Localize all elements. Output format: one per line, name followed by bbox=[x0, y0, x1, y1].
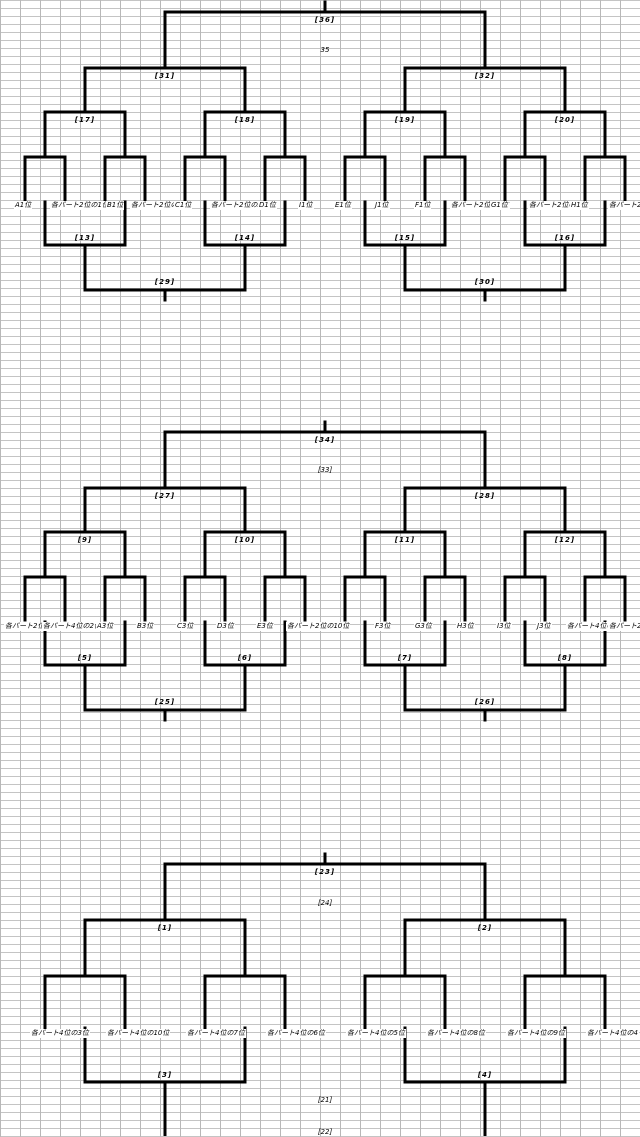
match-number: [26] bbox=[474, 698, 496, 706]
seed-slot: C3位 bbox=[176, 622, 195, 631]
match-number: [17] bbox=[74, 116, 96, 124]
seed-slot: 各パート4位の10位 bbox=[106, 1029, 171, 1038]
seed-slot: B1位 bbox=[106, 201, 125, 210]
seed-slot: 各パート2位の2位 bbox=[528, 201, 588, 210]
match-number: [18] bbox=[234, 116, 256, 124]
seed-slot: E3位 bbox=[256, 622, 274, 631]
seed-slot: J1位 bbox=[374, 201, 390, 210]
match-note: 35 bbox=[320, 46, 330, 54]
seed-slot: 各パート4位の8位 bbox=[426, 1029, 486, 1038]
seed-slot: 各パート4位の3位 bbox=[30, 1029, 90, 1038]
seed-slot: C1位 bbox=[174, 201, 193, 210]
seed-slot: 各パート4位の5位 bbox=[346, 1029, 406, 1038]
seed-slot: H1位 bbox=[570, 201, 589, 210]
match-number: [31] bbox=[154, 72, 176, 80]
seed-slot: 各パート2 bbox=[608, 201, 640, 210]
seed-slot: 各パート2位の bbox=[4, 622, 53, 631]
seed-slot: I3位 bbox=[496, 622, 512, 631]
seed-slot: 各パート2位の3位 bbox=[210, 201, 270, 210]
seed-slot: A3位 bbox=[96, 622, 115, 631]
match-number: [13] bbox=[74, 234, 96, 242]
match-number: [6] bbox=[237, 654, 253, 662]
seed-slot: G1位 bbox=[490, 201, 509, 210]
seed-slot: E1位 bbox=[334, 201, 352, 210]
match-number: [19] bbox=[394, 116, 416, 124]
match-number: [29] bbox=[154, 278, 176, 286]
seed-slot: H3位 bbox=[456, 622, 475, 631]
match-number: [22] bbox=[317, 1128, 333, 1136]
seed-slot: 各パート2位の10位 bbox=[286, 622, 351, 631]
match-number: [23] bbox=[314, 868, 336, 876]
seed-slot: 各パート4位の6位 bbox=[266, 1029, 326, 1038]
seed-slot: B3位 bbox=[136, 622, 155, 631]
match-number: [32] bbox=[474, 72, 496, 80]
match-number: [1] bbox=[157, 924, 173, 932]
seed-slot: 各パート2位の2位 bbox=[130, 201, 190, 210]
match-number: [27] bbox=[154, 492, 176, 500]
seed-slot: G3位 bbox=[414, 622, 433, 631]
match-number: [16] bbox=[554, 234, 576, 242]
match-number: [34] bbox=[314, 436, 336, 444]
seed-slot: 各パート2 bbox=[608, 622, 640, 631]
seed-slot: F1位 bbox=[414, 201, 432, 210]
seed-slot: D3位 bbox=[216, 622, 235, 631]
match-number: [4] bbox=[477, 1071, 493, 1079]
match-number: [24] bbox=[317, 899, 333, 907]
seed-slot: D1位 bbox=[258, 201, 277, 210]
match-number: [12] bbox=[554, 536, 576, 544]
seed-slot: 各パート4位の7位 bbox=[186, 1029, 246, 1038]
match-number: [30] bbox=[474, 278, 496, 286]
match-number: [3] bbox=[157, 1071, 173, 1079]
match-number: [11] bbox=[394, 536, 416, 544]
match-number: [20] bbox=[554, 116, 576, 124]
match-number: [28] bbox=[474, 492, 496, 500]
match-number: [5] bbox=[77, 654, 93, 662]
match-number: [14] bbox=[234, 234, 256, 242]
match-number: [8] bbox=[557, 654, 573, 662]
seed-slot: F3位 bbox=[374, 622, 392, 631]
match-number: [10] bbox=[234, 536, 256, 544]
seed-slot: 各パート4位の2位 bbox=[42, 622, 102, 631]
seed-slot: A1位 bbox=[14, 201, 33, 210]
match-number: [9] bbox=[77, 536, 93, 544]
match-number: [7] bbox=[397, 654, 413, 662]
seed-slot: I1位 bbox=[298, 201, 314, 210]
seed-slot: 各パート4位の1位 bbox=[566, 622, 626, 631]
match-number: [25] bbox=[154, 698, 176, 706]
match-number: [33] bbox=[317, 466, 333, 474]
seed-slot: 各パート4位の9位 bbox=[506, 1029, 566, 1038]
match-number: [15] bbox=[394, 234, 416, 242]
seed-slot: 各パート2位の1位 bbox=[50, 201, 110, 210]
seed-slot: J3位 bbox=[536, 622, 552, 631]
match-number: [21] bbox=[317, 1096, 333, 1104]
match-number: [2] bbox=[477, 924, 493, 932]
seed-slot: 各パート2位の4位 bbox=[450, 201, 510, 210]
match-number: [36] bbox=[314, 16, 336, 24]
seed-slot: 各パート4位の4 bbox=[586, 1029, 639, 1038]
